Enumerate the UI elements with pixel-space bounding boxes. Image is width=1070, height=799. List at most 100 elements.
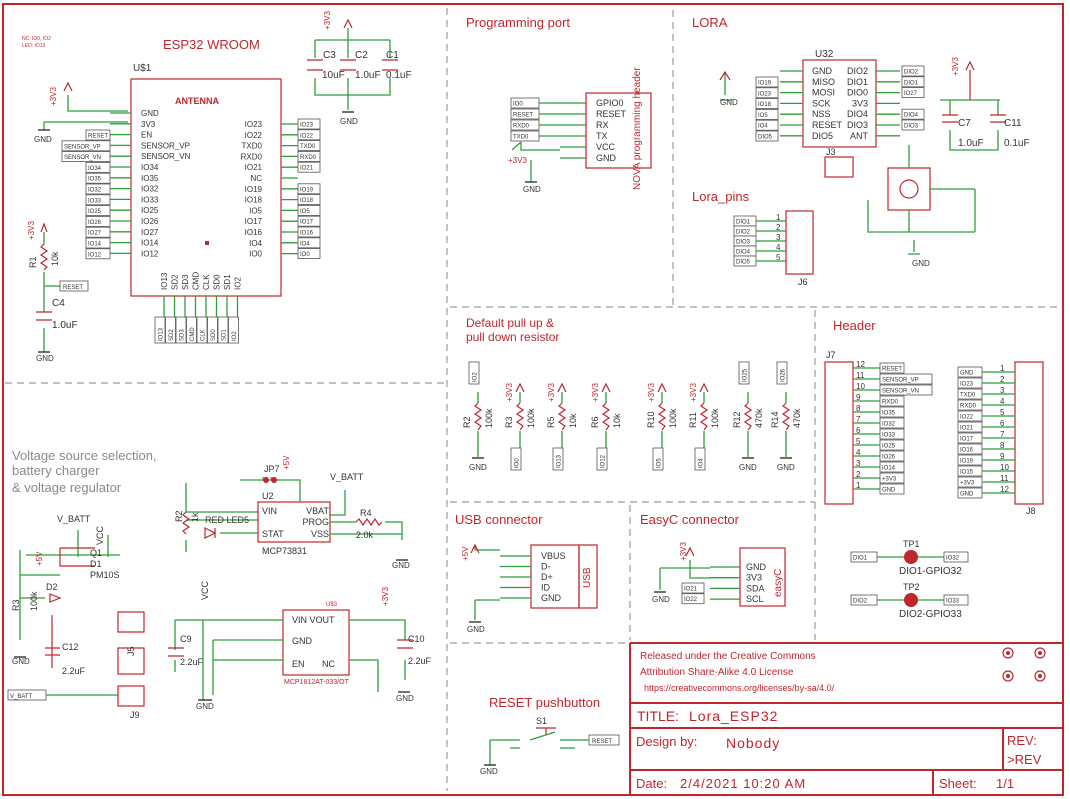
u2-pin: PROG — [302, 517, 329, 527]
esp32-right-net-label-box — [297, 194, 321, 206]
esp32-right-net-label-box — [297, 204, 321, 216]
lora-left-pin: SCK — [812, 98, 831, 108]
esp32-right-pin: RXD0 — [241, 152, 263, 161]
pull-gnd-label: GND — [469, 463, 487, 472]
esp32-left-net-label: IO27 — [88, 231, 102, 237]
lora-left-net-label: IO23 — [758, 91, 772, 97]
pull-supply-arrow — [601, 382, 611, 393]
esp32-right-pin: IO19 — [245, 185, 263, 194]
j7-net-label-box — [879, 428, 905, 440]
note-led: LED: IO13 — [22, 43, 46, 49]
j7-net-label: IO26 — [882, 455, 896, 461]
j6-net-label-group: DIO5 — [733, 255, 757, 267]
easyc-gnd-label: GND — [652, 595, 670, 604]
prog-net-label-group: TXD0 — [510, 130, 540, 142]
lora-right-net-label-box — [901, 87, 925, 98]
lora-left-net-label-box — [755, 98, 779, 109]
lora-left-net-label-box — [755, 76, 779, 88]
prog-net-label: RESET — [513, 113, 533, 119]
j8-net-label-group: IO15 — [957, 465, 983, 477]
title-voltage-1: Voltage source selection, — [12, 448, 157, 463]
j8-net-label: GND — [960, 371, 974, 377]
j8-net-label-group: IO19 — [957, 454, 983, 466]
pull-resistor-body — [473, 402, 483, 431]
esp32-right-pin: IO23 — [245, 120, 263, 129]
lora-right-net-label: DIO2 — [904, 70, 919, 76]
esp32-left-net-label: IO14 — [88, 242, 102, 248]
esp32-left-net-label-box — [85, 161, 111, 173]
esp32-left-net-label-group: IO27 — [85, 226, 111, 238]
pull-supply-arrow — [557, 382, 567, 393]
lora-right-pin: DIO3 — [847, 120, 868, 130]
lora-left-pin: GND — [812, 66, 833, 76]
pull-resistor-ref: R11 — [688, 412, 698, 428]
pull-resistor-value: 100k — [484, 408, 494, 428]
esp32-left-net-label-box — [61, 151, 111, 163]
r3-ref: R3 — [11, 599, 21, 611]
esp32-bottom-pin: IO13 — [160, 272, 169, 290]
pull-top-net-label-group: IO26 — [776, 361, 788, 385]
esp32-right-pin: IO5 — [249, 206, 262, 215]
pull-resistor-body — [601, 402, 611, 431]
title-header: Header — [833, 318, 876, 333]
c12-value: 2.2uF — [62, 666, 86, 676]
j7-net-label-group: RXD0 — [879, 395, 905, 407]
lora-right-net-label-box — [901, 119, 925, 131]
tp-left-net-label-group: DIO1 — [850, 551, 878, 563]
esp32-bottom-net-label: SD2 — [169, 329, 175, 341]
q1-value: PM10S — [90, 570, 120, 580]
charger-vbatt-label: V_BATT — [330, 472, 364, 482]
esp32-right-net-label: IO16 — [300, 231, 314, 237]
prog-net-label: TXD0 — [513, 135, 529, 141]
reset-rc-network: +3V3 R1 10k RESET C4 1.0uF GND — [27, 221, 89, 363]
vcc-label: VCC — [95, 525, 105, 545]
lora-right-net-label-group: DIO3 — [901, 119, 925, 131]
lora-jumper-ref: J3 — [826, 147, 836, 157]
j7-net-label: IO25 — [882, 444, 896, 450]
voltage-source-section: V_BATT VCC D1 PM10S Q1 D2 +5V R3 100k C1… — [7, 455, 432, 720]
esp32-bottom-net-label: SD0 — [211, 329, 217, 341]
lora-left-net-label-box — [755, 119, 779, 131]
prog-supply-label: +3V3 — [508, 156, 527, 165]
u2-pin: VSS — [311, 529, 329, 539]
prog-pin: TX — [596, 131, 608, 141]
tp-pad — [904, 550, 918, 564]
esp32-right-net-label-group: IO5 — [297, 204, 321, 216]
tp-pad — [904, 593, 918, 607]
j7-pin-number: 9 — [856, 393, 861, 402]
j7-net-label-group: GND — [879, 483, 905, 495]
pull-bottom-net-label: IO13 — [557, 454, 563, 468]
c1-ref: C1 — [386, 50, 399, 61]
esp32-left-pin: IO32 — [141, 185, 159, 194]
esp32-bottom-net-label-box — [165, 316, 176, 344]
charger-v5-label: +5V — [282, 455, 291, 470]
lora-left-pin: NSS — [812, 109, 831, 119]
esp32-right-net-label-box — [297, 183, 321, 195]
lora-gnd-label: GND — [720, 98, 738, 107]
vbatt-label: V_BATT — [57, 514, 91, 524]
esp32-left-net-label-group: SENSOR_VN — [61, 151, 111, 163]
u3-pin: EN — [292, 659, 305, 669]
j7-net-label: IO14 — [882, 466, 896, 472]
esp32-right-net-label-box — [297, 248, 321, 260]
lora-right-pin: DIO4 — [847, 109, 868, 119]
j8-net-label-group: GND — [957, 366, 983, 378]
tp-name: DIO1-GPIO32 — [899, 566, 962, 577]
esp32-left-net-label-group: IO33 — [85, 194, 111, 206]
prog-pin: RX — [596, 120, 609, 130]
lora-left-net-label: DIO5 — [758, 135, 773, 141]
programming-header-name: NOVA programming header — [632, 67, 643, 190]
pull-top-net-label-group: IO2 — [468, 361, 480, 385]
date-label: Date: — [636, 776, 667, 791]
esp32-left-net-label: IO35 — [88, 177, 102, 183]
c11-ref: C11 — [1004, 118, 1022, 129]
r2-value: 1k — [190, 512, 200, 522]
esp32-right-labels: IO23IO22TXD0RXD0IO21IO19IO18IO5IO17IO16I… — [297, 118, 321, 260]
tp-right-net-label-group: IO33 — [943, 594, 969, 606]
esp32-right-pins: IO23IO22TXD0RXD0IO21NCIO19IO18IO5IO17IO1… — [241, 120, 298, 259]
j7-pin-number: 1 — [856, 481, 861, 490]
rc-gnd-label: GND — [36, 354, 54, 363]
esp32-left-net-label: SENSOR_VN — [64, 155, 101, 161]
j6-net-label: DIO4 — [736, 250, 751, 256]
prog-net-label: IO0 — [513, 102, 523, 108]
